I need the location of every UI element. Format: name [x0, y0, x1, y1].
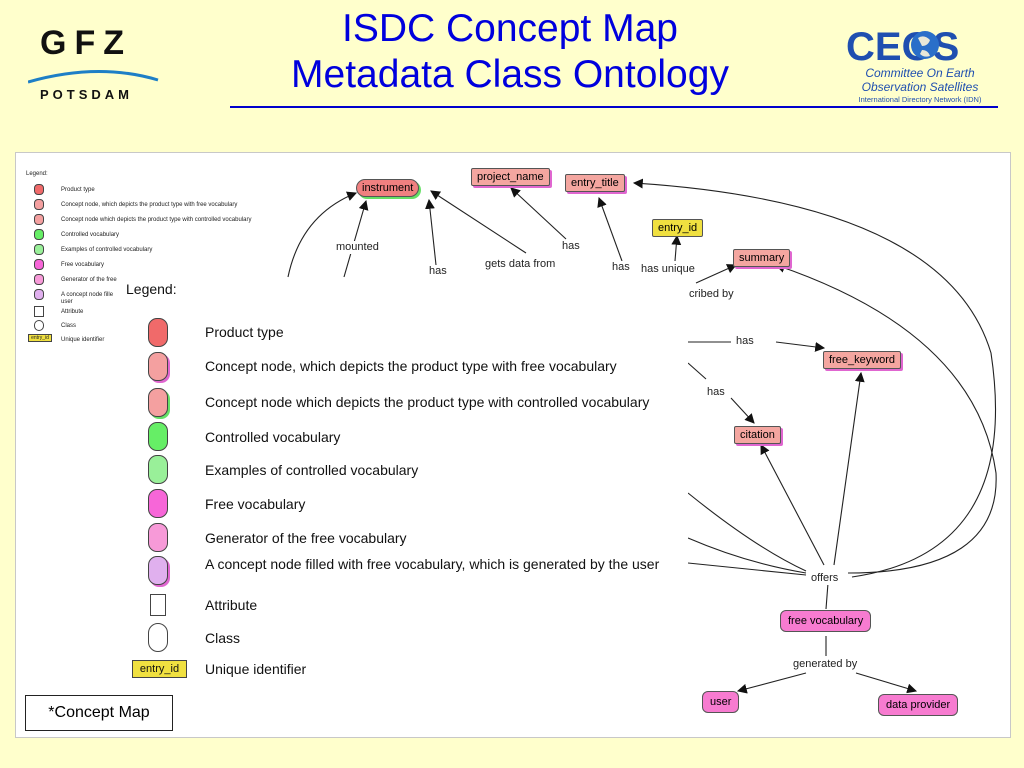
edge-offers-keyword [833, 371, 865, 566]
node-citation: citation [734, 426, 781, 444]
title-line-2: Metadata Class Ontology [291, 53, 729, 96]
edge-genby-provider [855, 672, 918, 694]
caption-label: *Concept Map [25, 695, 173, 731]
node-user: user [702, 691, 740, 713]
edge-offers-in-1 [687, 492, 807, 572]
node-free-keyword: free_keyword [823, 351, 902, 369]
label-mounted: mounted [336, 241, 379, 254]
label-gets-data-from: gets data from [485, 258, 556, 271]
node-entry-title: entry_title [565, 174, 625, 192]
edge-has-unique [671, 234, 682, 262]
gfz-potsdam-logo: GFZ POTSDAM [27, 24, 168, 104]
ceos-logo-text: CEOS [846, 25, 959, 69]
edge-offers-in-3 [687, 562, 807, 576]
label-described-by: cribed by [689, 288, 734, 301]
label-offers: offers [811, 572, 839, 585]
label-has-keyword: has [736, 335, 754, 348]
edge-offers-in-2 [687, 537, 807, 574]
legend-title: Legend: [126, 281, 177, 297]
page-title: ISDC Concept Map Metadata Class Ontology [230, 6, 790, 98]
title-divider [230, 106, 998, 108]
node-summary: summary [733, 249, 791, 267]
node-project-name: project_name [471, 168, 550, 186]
label-has-title: has [612, 261, 630, 274]
edge-has-title [597, 196, 623, 262]
ceos-line-2: Observation Satellites [862, 80, 979, 94]
node-free-vocabulary: free vocabulary [780, 610, 872, 632]
ceos-line-1: Committee On Earth [865, 66, 975, 80]
label-has-unique: has unique [641, 263, 695, 276]
ceos-logo: CEOS Committee On Earth Observation Sate… [840, 20, 1000, 110]
edge-has-instrument [425, 198, 437, 266]
edge-offers-title [632, 178, 997, 578]
concept-map-edges [287, 178, 997, 694]
node-instrument: instrument [356, 179, 420, 197]
edge-gets-data-from [430, 190, 527, 254]
label-generated-by: generated by [793, 658, 858, 671]
edge-described-by [695, 264, 738, 284]
legend-panel: Legend: Product type Concept node, which… [122, 280, 688, 692]
label-has-instrument: has [429, 265, 447, 278]
edge-has-project [510, 187, 567, 240]
label-has-project: has [562, 240, 580, 253]
edge-mounted-right [343, 199, 369, 278]
edge-genby-user [736, 672, 807, 694]
edge-fv-offers [825, 582, 829, 610]
node-entry-id: entry_id [652, 219, 704, 237]
edge-has-citation-b [730, 397, 755, 424]
edge-has-citation-a [687, 362, 707, 380]
gfz-logo-subtext: POTSDAM [40, 87, 133, 102]
ceos-line-3: International Directory Network (IDN) [859, 95, 982, 104]
edge-offers-summary [774, 263, 997, 574]
small-legend: Legend: Product type Concept node, which… [26, 171, 252, 343]
label-has-citation: has [707, 386, 725, 399]
node-data-provider: data provider [878, 694, 959, 716]
edge-offers-citation [760, 444, 825, 566]
gfz-logo-text: GFZ [40, 24, 132, 62]
edge-has-keyword-b [775, 341, 826, 352]
edge-mounted-left [287, 191, 358, 278]
title-line-1: ISDC Concept Map [342, 7, 678, 50]
